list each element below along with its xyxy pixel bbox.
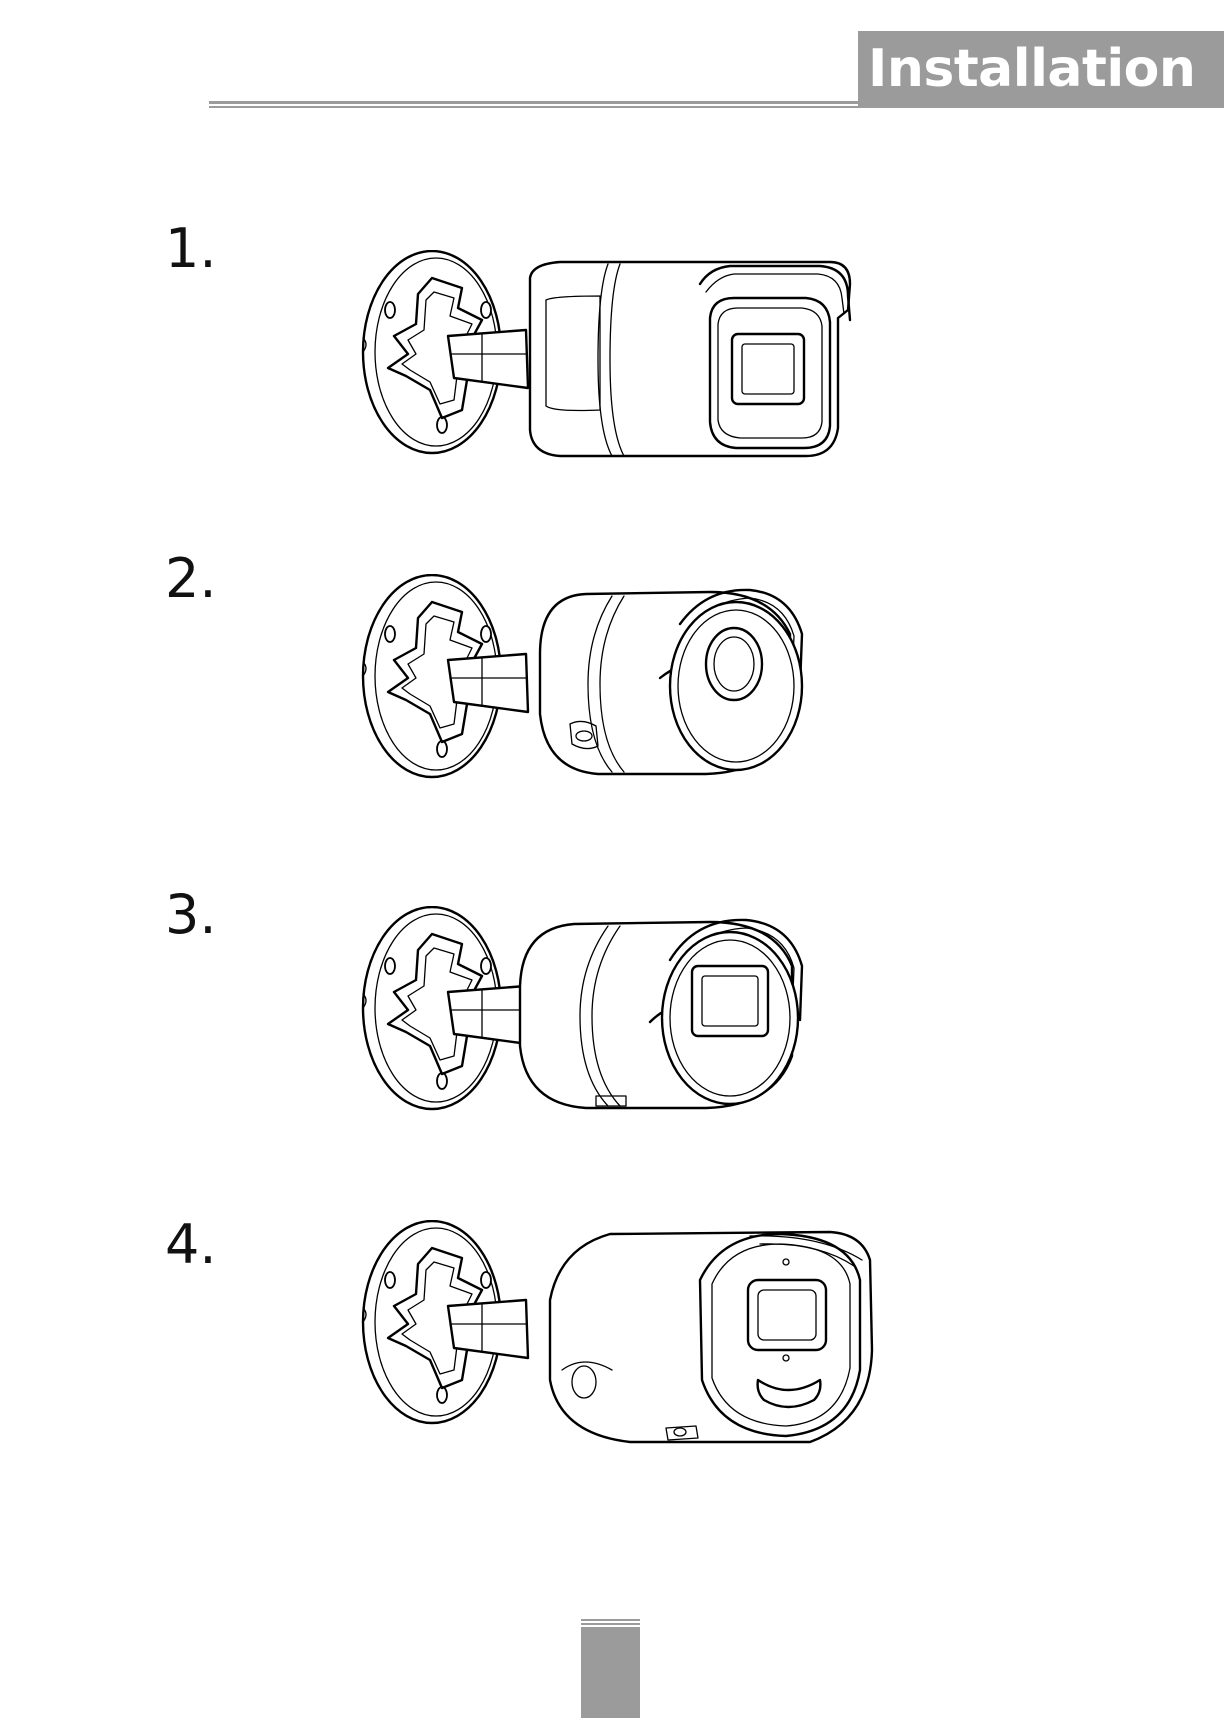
header-divider-secondary	[209, 106, 1224, 108]
footer-divider-secondary	[581, 1623, 640, 1625]
mount-plate-icon	[363, 575, 528, 777]
page-number-tab	[581, 1627, 640, 1718]
mount-plate-icon	[363, 1221, 528, 1423]
bullet-camera-icon	[350, 250, 870, 470]
step-number: 1.	[165, 222, 217, 276]
header-divider	[209, 101, 1224, 104]
step-number: 3.	[165, 888, 217, 942]
footer-divider	[581, 1619, 640, 1621]
section-title: Installation	[858, 31, 1224, 108]
bullet-camera-icon	[350, 574, 870, 794]
step-number: 4.	[165, 1218, 217, 1272]
bullet-camera-icon	[350, 1220, 890, 1460]
mount-plate-icon	[363, 251, 528, 453]
mount-plate-icon	[363, 907, 528, 1109]
bullet-camera-icon	[350, 906, 870, 1126]
step-number: 2.	[165, 552, 217, 606]
